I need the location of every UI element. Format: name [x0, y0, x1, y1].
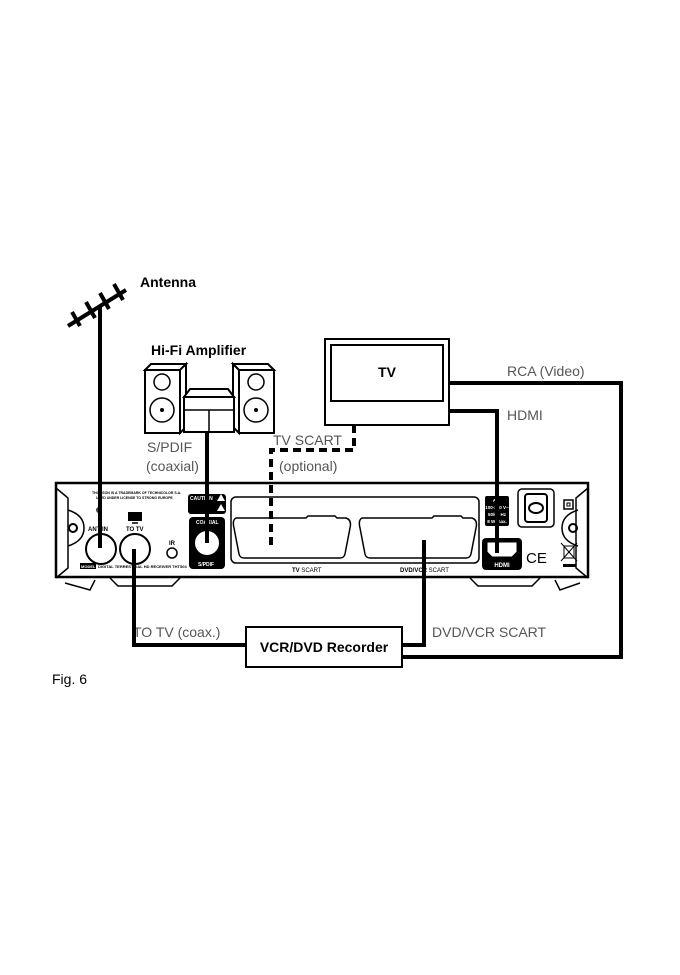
model-text: DIGITAL TERRESTRIAL HD RECEIVER THT504 [98, 564, 187, 569]
tv-scart-port-label: TV SCART [292, 568, 322, 574]
model-tag [80, 563, 96, 569]
ce-mark: CE [526, 550, 547, 567]
hdmi-cable [449, 409, 499, 553]
spdif-port-text: S/PDIF [198, 562, 214, 568]
warning-icon [217, 494, 225, 501]
antenna-icon [66, 283, 128, 328]
ir-label: IR [169, 541, 176, 547]
to-tv-coax-cable [132, 549, 246, 647]
hdmi-port-text: HDMI [494, 563, 510, 569]
rca-video-cable [402, 381, 623, 659]
dvd-vcr-scart-port-label: DVD/VCR SCART [400, 568, 449, 574]
hdmi-cable-label: HDMI [507, 407, 543, 423]
trademark-text-2: USED UNDER LICENSE TO STRONG EUROPE [96, 496, 173, 500]
trademark-text-1: THOMSON IS A TRADEMARK OF TECHNICOLOR S.… [92, 491, 181, 495]
tv-scart-optional-label: (optional) [279, 458, 337, 474]
tv-icon [324, 338, 450, 426]
to-tv-coax-label: TO TV (coax.) [133, 624, 220, 640]
tv-symbol-icon [128, 512, 142, 521]
antenna-label: Antenna [140, 274, 196, 290]
tv-label: TV [378, 364, 397, 380]
weee-bin-icon [560, 542, 578, 567]
dvd-vcr-scart-label: DVD/VCR SCART [432, 624, 547, 640]
figure-caption: Fig. 6 [52, 671, 87, 687]
caution-text: CAUTION [190, 496, 213, 502]
rca-video-label: RCA (Video) [507, 363, 585, 379]
tv-scart-port [232, 515, 352, 559]
recorder-label: VCR/DVD Recorder [260, 639, 389, 655]
spdif-label: S/PDIF [147, 439, 192, 455]
tv-scart-cable [269, 425, 356, 548]
power-switch [517, 488, 555, 528]
spdif-coaxial-label: (coaxial) [146, 458, 199, 474]
hifi-amplifier-icon [142, 361, 277, 436]
tv-scart-label: TV SCART [273, 432, 342, 448]
warning-icon [217, 504, 225, 511]
scart-panel [230, 496, 480, 564]
model-tag-text: MODEL [81, 564, 96, 569]
to-tv-port-label: TO TV [126, 527, 144, 533]
dvd-vcr-scart-cable [402, 540, 426, 647]
amplifier-label: Hi-Fi Amplifier [151, 342, 247, 358]
dvd-vcr-scart-port [358, 515, 478, 559]
ir-port [166, 547, 178, 559]
hdmi-port: HDMI [482, 538, 522, 570]
